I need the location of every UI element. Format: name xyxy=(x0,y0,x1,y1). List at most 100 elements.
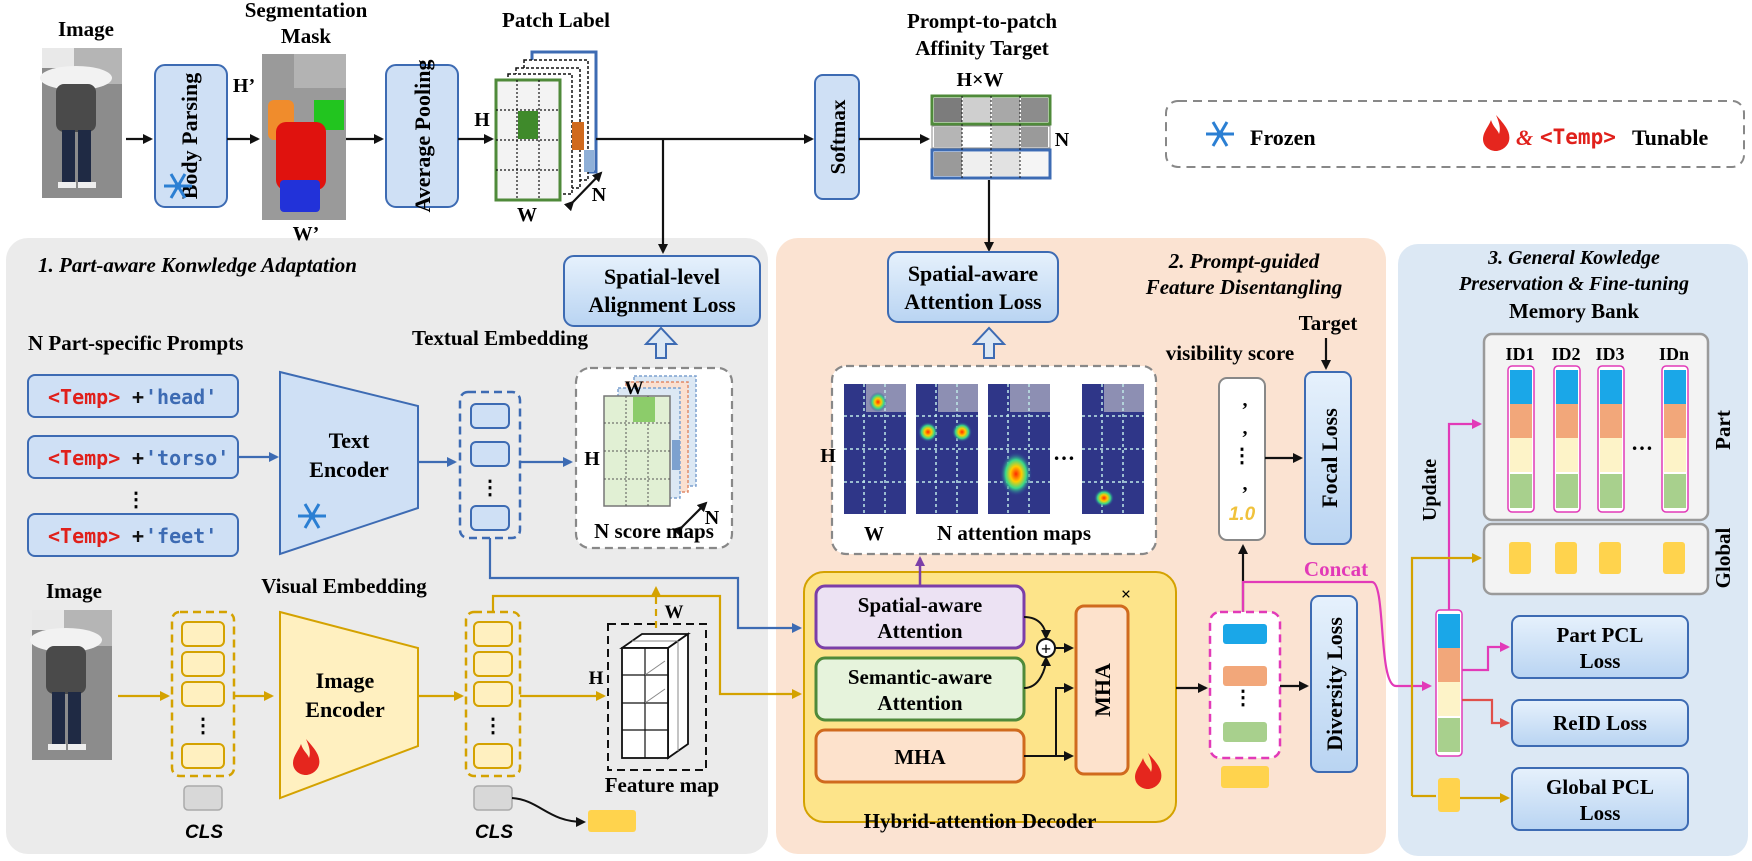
memory-id-1: ID1 xyxy=(1505,344,1534,364)
memory-bank-part-box xyxy=(1482,332,1710,522)
textual-vdots: ⋮ xyxy=(480,477,500,499)
memory-id-3: ID3 xyxy=(1595,344,1624,364)
prompt-head[interactable]: <Temp> + 'head' xyxy=(27,374,239,418)
memory-global-idn xyxy=(1663,542,1685,574)
prompt-word: 'feet' xyxy=(145,524,217,548)
textual-embedding-label: Textual Embedding xyxy=(412,326,589,350)
part-features-vdots: ⋮ xyxy=(1233,687,1253,709)
prompt-word: 'torso' xyxy=(145,446,229,470)
prompt-feet[interactable]: <Temp> + 'feet' xyxy=(27,513,239,557)
attention-maps-ellipsis: … xyxy=(1053,440,1075,465)
spatial-attention-line1: Spatial-aware xyxy=(858,593,982,617)
segmentation-mask-image xyxy=(262,54,346,220)
softmax-label: Softmax xyxy=(826,99,850,174)
focal-loss-box xyxy=(1304,371,1352,545)
prompt-plus: + xyxy=(132,446,144,470)
part-pcl-loss-box xyxy=(1511,615,1689,679)
arrow-update-global-memory xyxy=(1410,553,1482,796)
memory-column-idn xyxy=(1661,365,1689,513)
spatial-alignment-loss-line2: Alignment Loss xyxy=(588,292,736,317)
global-pcl-loss-line1: Global PCL xyxy=(1546,775,1654,799)
arrow-cls-to-global-token xyxy=(511,797,586,827)
reid-loss-box xyxy=(1511,699,1689,747)
prompt-torso[interactable]: <Temp> + 'torso' xyxy=(27,435,239,479)
score-maps-n-arrow xyxy=(672,501,708,537)
score-maps-label: N score maps xyxy=(594,519,714,543)
image-encoder-line1: Image xyxy=(316,668,375,693)
attention-map-shoulders xyxy=(915,383,979,515)
semantic-attention-line2: Attention xyxy=(877,691,962,715)
target-label: Target xyxy=(1299,311,1358,335)
memory-global-id1 xyxy=(1509,542,1531,574)
patch-n-arrow xyxy=(563,171,603,212)
patch-w-label: W xyxy=(517,204,537,226)
spatial-alignment-loss-line1: Spatial-level xyxy=(604,264,720,289)
legend-frozen-label: Frozen xyxy=(1250,125,1316,150)
memory-ellipsis: … xyxy=(1631,430,1653,455)
memory-id-n: IDn xyxy=(1659,344,1689,364)
textual-embedding-box xyxy=(458,390,522,540)
bottom-person-image xyxy=(30,610,112,760)
legend-amp: & xyxy=(1516,125,1533,150)
feature-map-w-label: W xyxy=(665,602,684,623)
visibility-comma: , xyxy=(1243,417,1248,439)
visual-token xyxy=(181,621,225,647)
part-feature-torso xyxy=(1223,666,1267,686)
prompt-temp-token: <Temp> xyxy=(48,385,120,409)
score-maps-h-label: H xyxy=(584,448,600,470)
visual-token xyxy=(181,743,225,769)
arrow-update-part-memory xyxy=(1447,419,1482,610)
arrow-spatial-to-add xyxy=(1023,616,1051,640)
reid-loss-label: ReID Loss xyxy=(1553,711,1647,735)
section3-title-line1: 3. General Kowledge xyxy=(1487,247,1660,269)
prompt-temp-token: <Temp> xyxy=(48,524,120,548)
bottom-image-label: Image xyxy=(46,579,102,603)
feature-map-label: Feature map xyxy=(605,773,720,797)
feature-map-box xyxy=(607,623,707,771)
textual-token xyxy=(470,403,510,429)
affinity-n-label: N xyxy=(1055,129,1070,151)
prompts-title: N Part-specific Prompts xyxy=(28,331,243,355)
textual-token xyxy=(470,441,510,467)
part-label: Part xyxy=(1711,410,1735,450)
attention-map-feet xyxy=(1081,383,1145,515)
patch-n-label: N xyxy=(592,184,607,206)
cls-label: CLS xyxy=(185,822,223,843)
visibility-vdots: ⋮ xyxy=(1232,445,1252,467)
visual-vdots: ⋮ xyxy=(193,715,213,737)
attention-maps-label: N attention maps xyxy=(937,521,1091,545)
mha-main-label: MHA xyxy=(1090,663,1115,717)
arrow-textual-to-decoder xyxy=(488,538,802,633)
patch-label-title: Patch Label xyxy=(502,8,610,32)
memory-global-id3 xyxy=(1599,542,1621,574)
global-pcl-loss-box xyxy=(1511,767,1689,831)
part-pcl-loss-line2: Loss xyxy=(1580,649,1621,673)
textual-token xyxy=(470,505,510,531)
image-encoder-line2: Encoder xyxy=(305,697,385,722)
mha-block-label: MHA xyxy=(894,745,946,769)
score-maps-stack xyxy=(603,375,697,507)
attention-maps-w-label: W xyxy=(864,523,884,545)
patch-label-stack xyxy=(494,50,598,202)
global-pcl-loss-line2: Loss xyxy=(1580,801,1621,825)
legend-box xyxy=(1165,100,1745,168)
spatial-attention-loss-box xyxy=(887,251,1059,323)
seg-mask-label-line1: Segmentation xyxy=(245,0,368,22)
body-parsing-box xyxy=(154,64,228,208)
average-pooling-label: Average Pooling xyxy=(410,60,435,213)
combined-global-token xyxy=(1438,778,1460,812)
global-feature-token xyxy=(588,810,636,832)
legend-temp-token: <Temp> xyxy=(1540,125,1616,149)
diversity-loss-box xyxy=(1310,595,1358,773)
visual-token xyxy=(473,621,513,647)
visual-embedding-input-box xyxy=(170,610,236,778)
up-arrow-to-attention-loss xyxy=(971,326,1007,359)
decoder-global-token xyxy=(1221,766,1269,788)
arrow-to-part-pcl-loss xyxy=(1462,642,1510,672)
w-prime-label: W’ xyxy=(293,223,320,245)
section1-title: 1. Part-aware Konwledge Adaptation xyxy=(38,253,357,277)
visibility-score-label: visibility score xyxy=(1166,341,1295,365)
decoder-title: Hybrid-attention Decoder xyxy=(864,809,1097,833)
visual-token xyxy=(181,681,225,707)
